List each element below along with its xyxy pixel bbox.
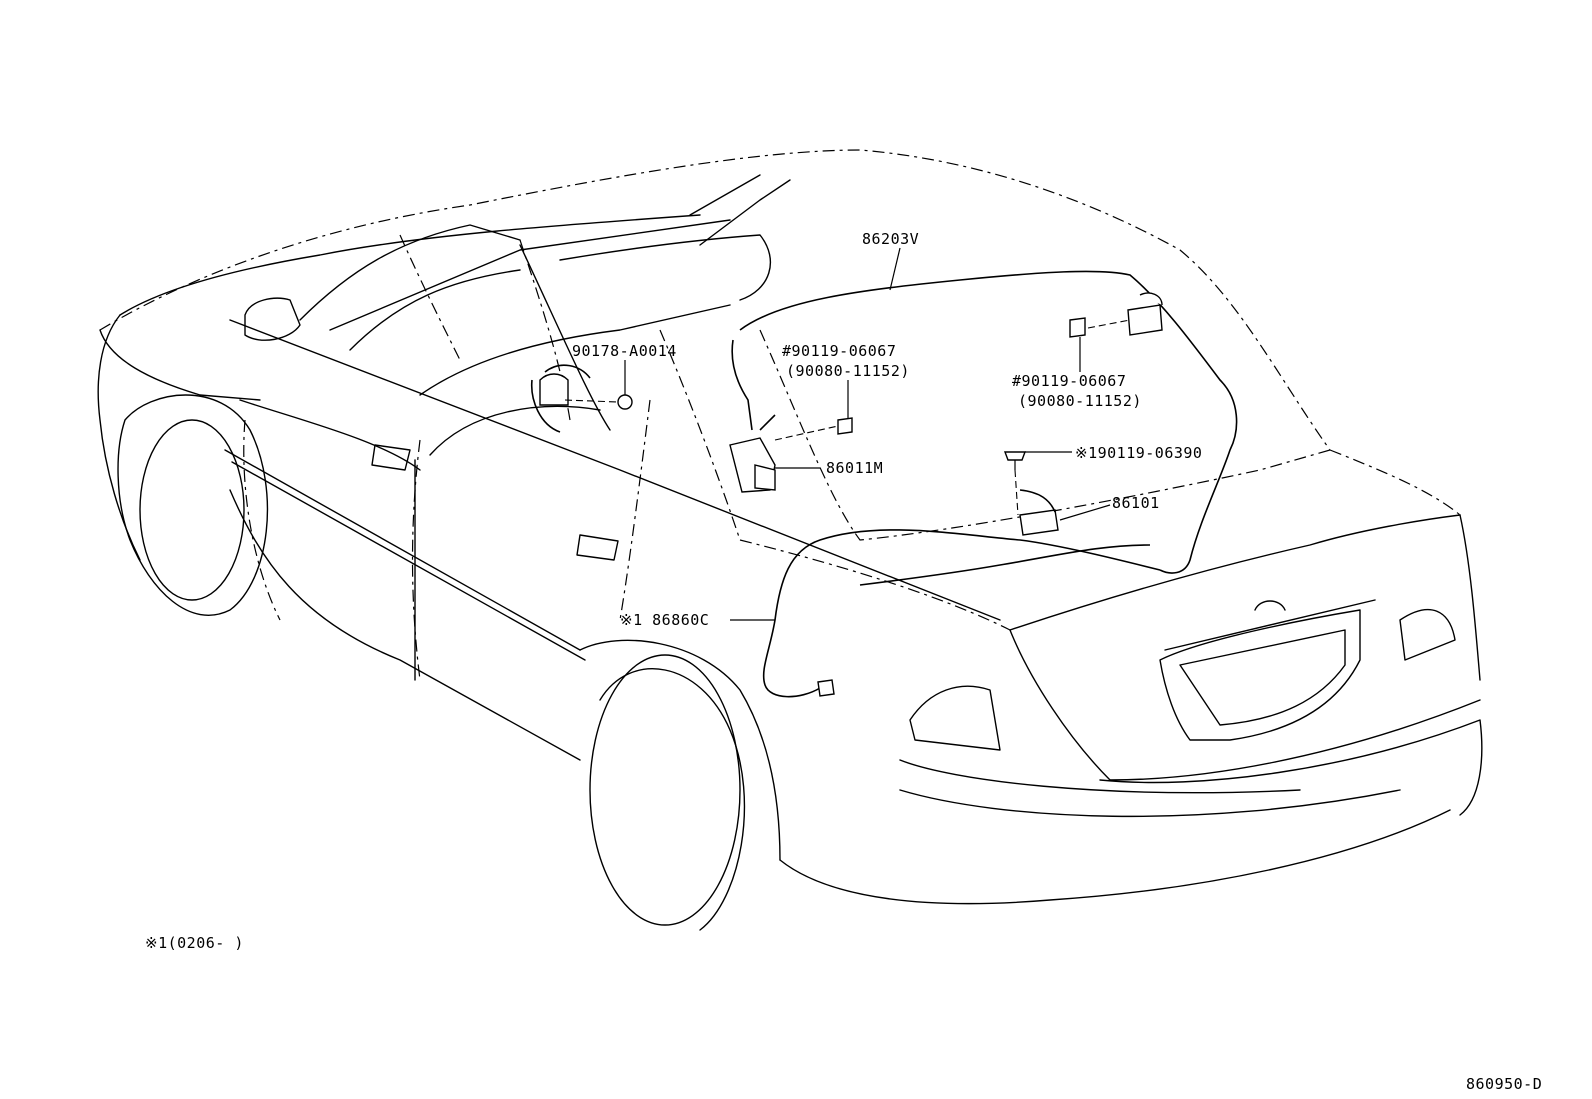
callout-90119-06067-left: #90119-06067 [782,342,896,360]
callout-90080-11152-right: (90080-11152) [1018,392,1142,410]
bolt-left [837,417,853,435]
box-86101 [1019,509,1059,536]
screw-190119 [1003,451,1027,461]
callout-90178-a0014: 90178-A0014 [572,342,677,360]
leader-lines [624,247,1111,621]
bolt-right [1069,317,1086,338]
footnote: ※1(0206- ) [145,934,244,952]
callout-190119-06390: ※190119-06390 [1075,444,1202,462]
callout-labels: 86203V 90178-A0014 #90119-06067 (90080-1… [145,230,1542,1093]
antenna-wiring [530,270,1238,698]
callout-90080-11152-left: (90080-11152) [786,362,910,380]
callout-86101: 86101 [1112,494,1160,512]
clip-90178 [617,394,633,410]
callout-86860c: ※1 86860C [620,611,709,629]
cable-86860c [762,529,1161,698]
car-body-outline [97,149,1483,931]
figure-code: 860950-D [1466,1075,1542,1093]
callout-86011m: 86011M [826,459,883,477]
antenna-element-86203v [739,270,1238,574]
callout-90119-06067-right: #90119-06067 [1012,372,1126,390]
callout-86203v: 86203V [862,230,919,248]
